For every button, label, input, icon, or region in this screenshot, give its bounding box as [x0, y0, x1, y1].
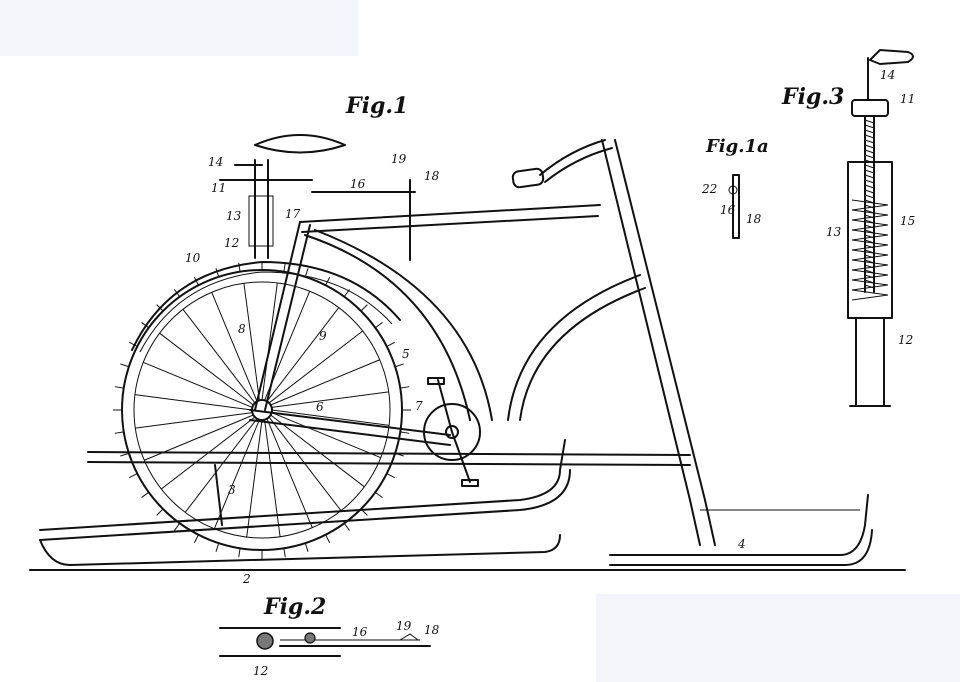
svg-text:19: 19 — [391, 152, 407, 166]
saddle-assembly — [219, 134, 416, 261]
svg-text:2: 2 — [242, 572, 251, 586]
svg-text:8: 8 — [238, 322, 246, 336]
rear-wheel — [113, 261, 411, 559]
svg-text:16: 16 — [350, 177, 366, 191]
svg-text:9: 9 — [319, 329, 327, 343]
saddle — [254, 134, 346, 154]
svg-text:3: 3 — [228, 483, 236, 497]
svg-text:5: 5 — [402, 347, 410, 361]
fig2-title: Fig.2 — [263, 594, 326, 620]
svg-text:12: 12 — [253, 664, 268, 678]
svg-text:18: 18 — [424, 169, 440, 183]
front-ski — [609, 494, 873, 566]
crank-assembly — [423, 377, 481, 487]
svg-text:14: 14 — [208, 155, 223, 169]
fig1a-title: Fig.1a — [705, 136, 769, 157]
svg-text:14: 14 — [880, 68, 895, 82]
fig1-reference-numerals: 14 11 13 12 19 18 16 17 10 8 9 5 6 7 3 2… — [185, 152, 746, 586]
runner-bar — [87, 451, 691, 456]
svg-text:12: 12 — [224, 236, 239, 250]
svg-text:15: 15 — [900, 214, 915, 228]
svg-text:16: 16 — [352, 625, 368, 639]
svg-text:13: 13 — [826, 225, 842, 239]
fig1-drawing: Fig.1 — [29, 93, 906, 586]
svg-text:12: 12 — [898, 333, 913, 347]
svg-text:18: 18 — [424, 623, 440, 637]
rear-ski — [39, 439, 571, 566]
fig1a-drawing: Fig.1a 22 16 18 — [701, 136, 769, 239]
fig2-drawing: Fig.2 16 19 18 12 — [219, 594, 440, 678]
steering-column — [511, 139, 716, 546]
frame — [249, 204, 646, 446]
svg-text:22: 22 — [701, 182, 717, 196]
scan-tint-top-left — [0, 0, 358, 56]
svg-text:18: 18 — [746, 212, 762, 226]
svg-text:19: 19 — [396, 619, 412, 633]
svg-text:11: 11 — [900, 92, 915, 106]
svg-text:17: 17 — [285, 207, 301, 221]
svg-text:6: 6 — [316, 400, 324, 414]
svg-text:7: 7 — [415, 399, 423, 413]
scan-tint-bottom-right — [596, 594, 960, 682]
svg-text:16: 16 — [720, 203, 736, 217]
fig1-title: Fig.1 — [345, 93, 408, 119]
fig3-drawing: Fig.3 14 11 13 15 12 — [781, 49, 915, 407]
svg-text:13: 13 — [226, 209, 242, 223]
adjusting-handle — [869, 49, 914, 65]
svg-text:10: 10 — [185, 251, 201, 265]
handlebar-grip — [511, 167, 545, 189]
fig3-title: Fig.3 — [781, 84, 844, 110]
svg-text:4: 4 — [737, 537, 746, 551]
svg-text:11: 11 — [211, 181, 226, 195]
